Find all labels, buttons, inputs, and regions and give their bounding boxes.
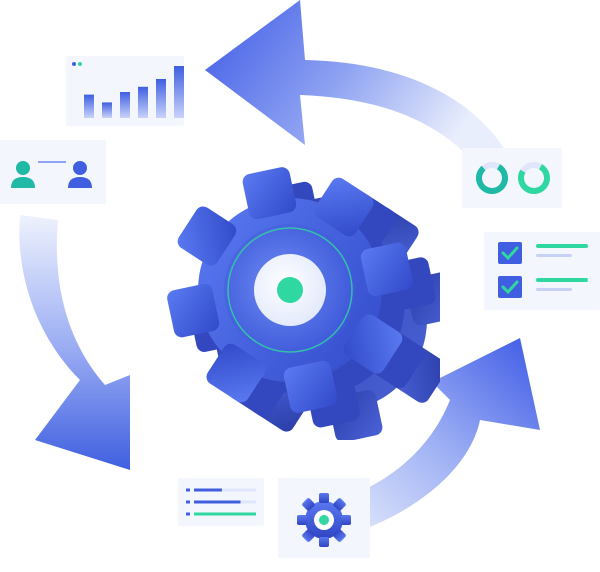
bar-chart-bar (138, 86, 148, 118)
central-gear-icon (167, 167, 440, 440)
small-gear-card (278, 478, 370, 558)
cycle-arrow-icon-bottom (320, 338, 540, 540)
cycle-arrow-icon-left (19, 215, 130, 470)
progress-fill (194, 512, 256, 516)
user-avatar-green (11, 161, 35, 188)
progress-fill (194, 488, 222, 492)
progress-track (194, 488, 256, 492)
progress-fill (194, 500, 241, 504)
bar-chart-card (66, 56, 184, 126)
small-gear-icon (297, 493, 351, 547)
donut-chart-card (462, 148, 562, 208)
checkbox-checked-icon (498, 276, 522, 298)
progress-bullet (186, 500, 190, 504)
progress-bullet (186, 488, 190, 492)
progress-list-icon (186, 488, 256, 516)
checklist-card (484, 232, 600, 310)
users-card (0, 140, 106, 204)
cycle-arrow-icon-top (205, 0, 505, 170)
checklist-icon (498, 242, 588, 298)
donut-chart-icon (476, 162, 550, 194)
checkbox-checked-icon (498, 242, 522, 264)
bar-chart-icon (72, 62, 184, 118)
bar-chart-bar (84, 94, 94, 118)
bar-chart-bar (120, 92, 130, 118)
bar-chart-bar (102, 102, 112, 118)
progress-list-card (178, 478, 264, 526)
users-icon (11, 161, 92, 188)
bar-chart-bar (156, 79, 166, 118)
bar-chart-bar (174, 66, 184, 118)
donut-arc (476, 162, 508, 194)
user-avatar-blue (68, 161, 92, 188)
donut-arc (518, 162, 550, 194)
progress-bullet (186, 512, 190, 516)
